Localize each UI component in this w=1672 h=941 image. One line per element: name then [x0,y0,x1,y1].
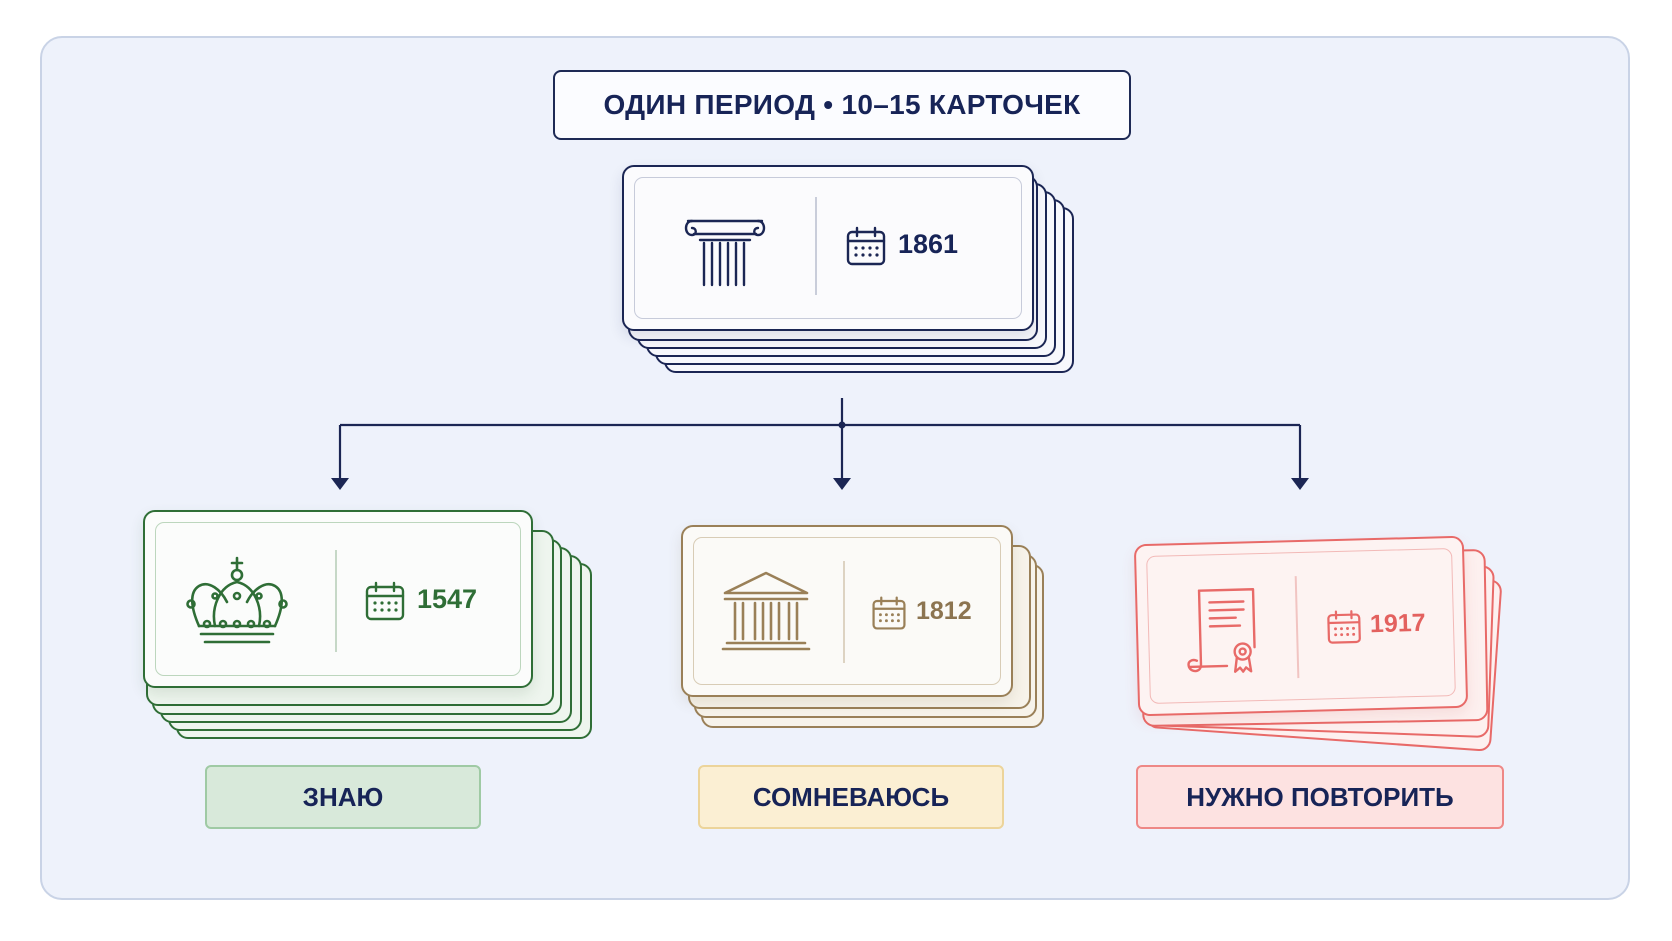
calendar-icon [846,226,886,266]
card-inner-frame [693,537,1001,685]
source-card: 1861 [622,165,1034,331]
pile-front-card: 1917 [1133,535,1469,717]
card-year: 1812 [916,597,972,625]
card-year: 1547 [417,584,478,614]
card-divider [335,550,337,652]
calendar-icon [365,581,405,621]
classical-building-icon [721,571,811,651]
arrow-head [331,478,349,490]
label-doubt: СОМНЕВАЮСЬ [698,765,1004,829]
card-inner-frame [634,177,1022,319]
card-divider [815,197,817,295]
card-year: 1861 [898,229,959,259]
label-repeat: НУЖНО ПОВТОРИТЬ [1136,765,1504,829]
card-divider [843,561,845,663]
certificate-scroll-icon [1187,588,1256,673]
arrow-head [1291,478,1309,490]
calendar-icon [872,596,906,630]
calendar-icon [1327,610,1361,644]
period-title: ОДИН ПЕРИОД • 10–15 КАРТОЧЕК [553,70,1131,140]
card-year: 1917 [1369,608,1426,639]
crown-icon [186,556,288,644]
pile-front-card: 1547 [143,510,533,688]
card-inner-frame [155,522,521,676]
arrow-head [833,478,851,490]
ionic-column-icon [684,219,766,287]
pile-front-card: 1812 [681,525,1013,697]
label-know: ЗНАЮ [205,765,481,829]
